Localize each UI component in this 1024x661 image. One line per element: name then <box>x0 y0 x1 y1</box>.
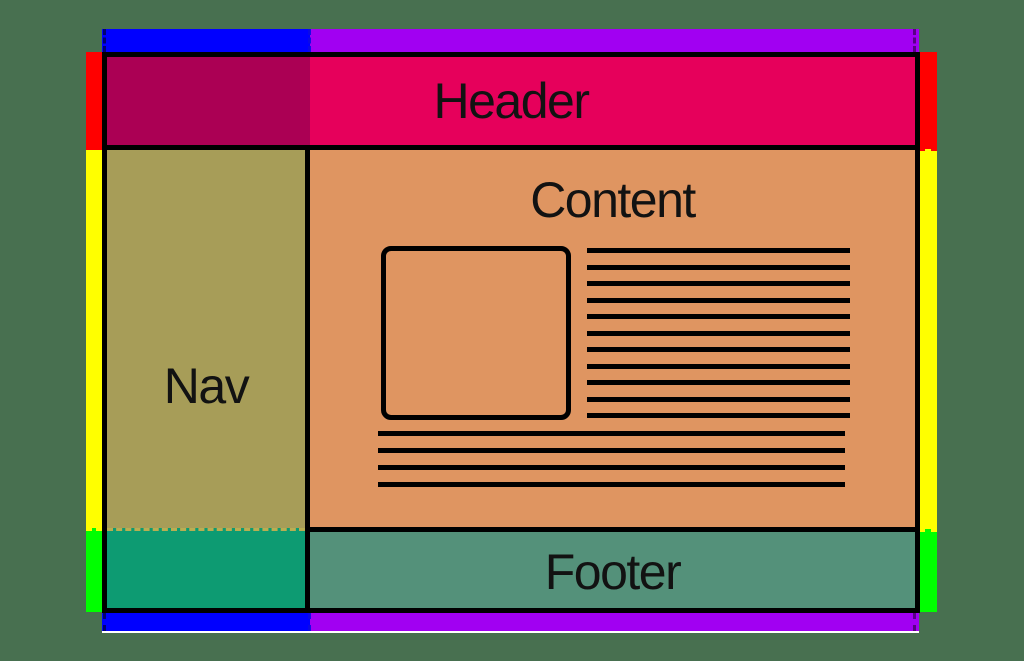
nav-separator-line <box>305 150 310 608</box>
right-track-row2-strip <box>919 149 937 529</box>
bottom-track-column2-strip <box>310 613 919 631</box>
text-line <box>587 297 850 303</box>
content-label: Content <box>530 172 696 228</box>
top-track-column2-strip <box>310 29 919 52</box>
text-line <box>378 431 845 436</box>
text-line <box>587 281 850 286</box>
right-track-row3-strip <box>919 529 937 612</box>
left-track-row2-strip <box>86 150 102 528</box>
nav-label: Nav <box>163 358 250 414</box>
header-separator-line <box>107 145 915 150</box>
footer-separator-line <box>310 527 915 532</box>
text-line <box>587 314 850 319</box>
text-line <box>378 482 845 487</box>
bottom-track-column1-strip <box>102 613 310 631</box>
text-line <box>587 363 850 369</box>
text-line <box>587 380 850 385</box>
footer-nav-overlap-region <box>107 528 305 608</box>
nav-region: Nav <box>107 150 305 528</box>
dashed-gridline-tick <box>913 29 916 52</box>
footer-region: Footer <box>310 532 915 608</box>
bottom-white-underline <box>102 631 919 633</box>
header-label: Header <box>433 73 591 129</box>
dashed-gridline-tick <box>308 613 311 631</box>
text-line <box>587 347 850 352</box>
dashed-gridline-tick <box>103 29 106 52</box>
top-track-column1-strip <box>102 29 310 52</box>
text-line <box>587 330 850 336</box>
content-region: Content <box>310 150 915 527</box>
text-lines-bottom <box>378 431 845 487</box>
header-region <box>310 57 915 145</box>
image-placeholder-box <box>381 246 571 420</box>
left-track-row1-strip <box>86 52 102 150</box>
text-line <box>378 465 845 470</box>
text-line <box>587 264 850 270</box>
dashed-gridline-tick <box>103 613 106 631</box>
dashed-gridline-tick <box>308 29 311 52</box>
text-line <box>378 448 845 453</box>
text-line <box>587 248 850 253</box>
text-lines-right <box>587 248 850 418</box>
text-line <box>587 413 850 418</box>
left-track-row3-strip <box>86 528 102 612</box>
text-line <box>587 396 850 402</box>
footer-label: Footer <box>544 544 682 600</box>
dashed-gridline-tick <box>913 613 916 631</box>
header-nav-overlap-region <box>107 57 310 145</box>
right-track-row1-strip <box>919 52 937 149</box>
page-outline-box: Header Nav Content Footer <box>102 52 920 613</box>
